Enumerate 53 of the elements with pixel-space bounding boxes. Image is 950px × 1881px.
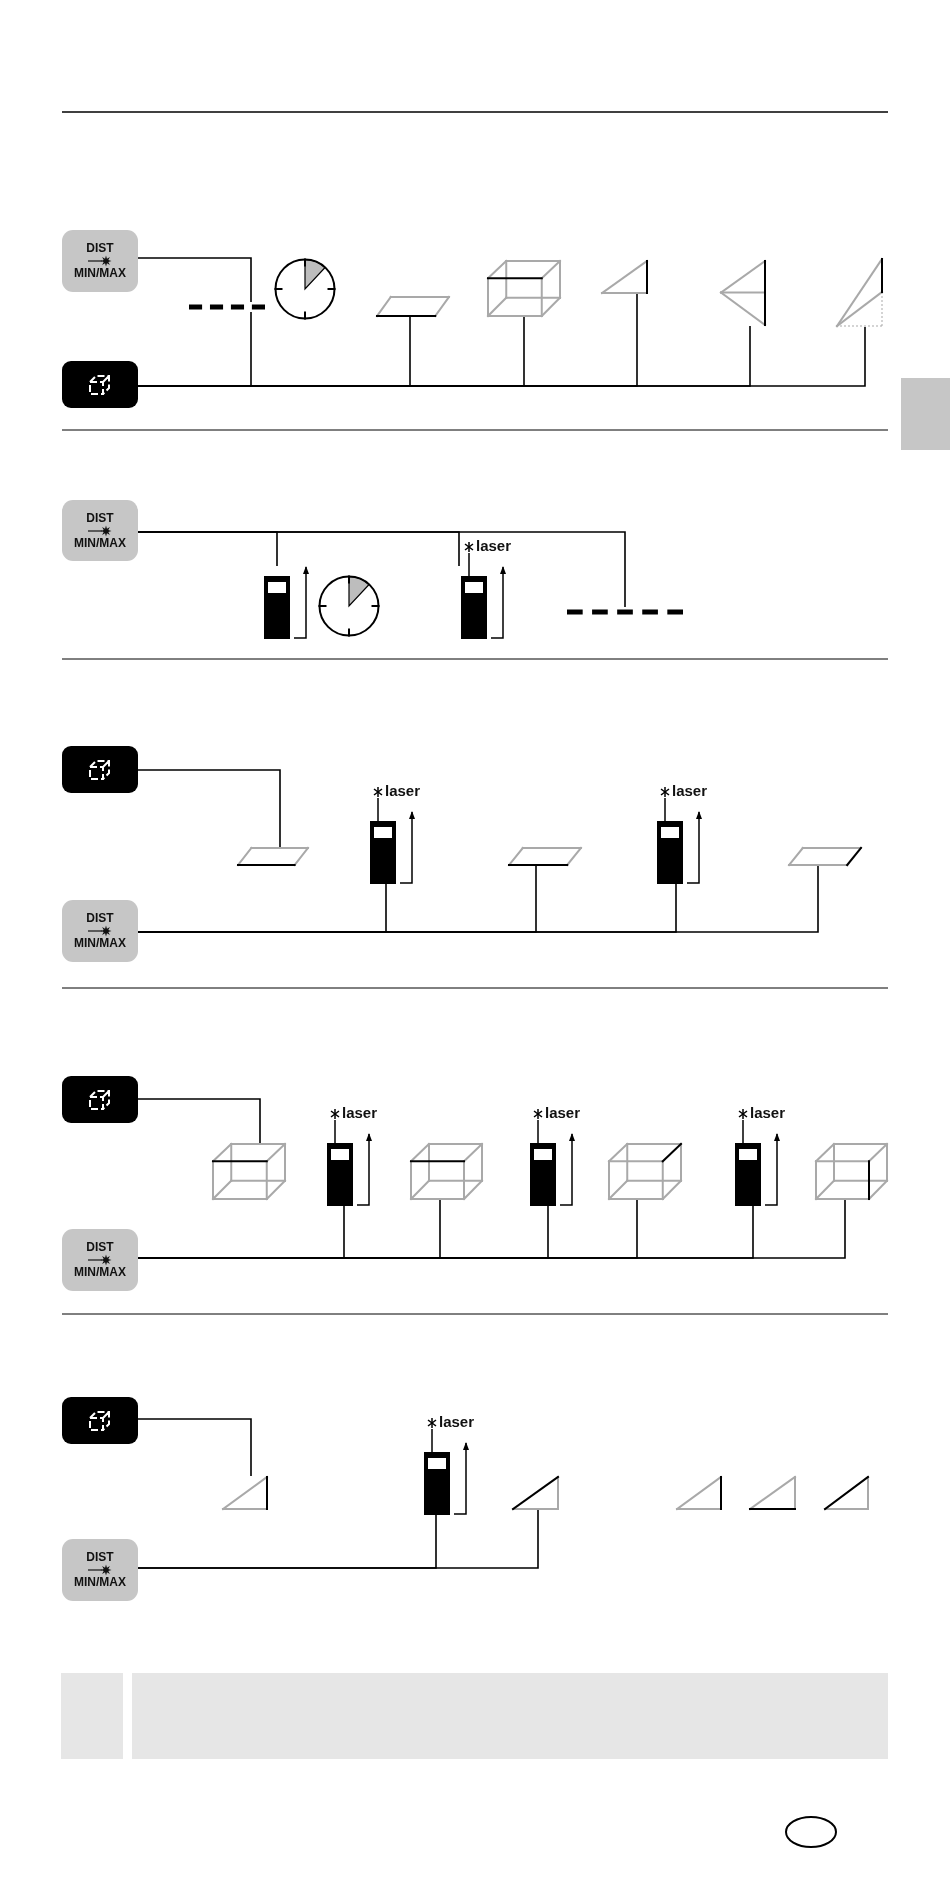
- key-label: MIN/MAX: [74, 267, 126, 280]
- key-label: MIN/MAX: [74, 1266, 126, 1279]
- function-key: [62, 1076, 138, 1123]
- connector-line: [137, 769, 281, 848]
- measure-key: [62, 1229, 138, 1291]
- timer-drawing: [274, 258, 336, 320]
- area-drawing: [237, 847, 309, 866]
- laser-label: laser: [385, 781, 421, 801]
- triangle-drawing: [222, 1476, 268, 1510]
- connector-line: [137, 1098, 261, 1144]
- dashed-line-symbol: [567, 607, 683, 617]
- area-drawing: [788, 847, 862, 866]
- function-key: [62, 361, 138, 408]
- laser-label: laser: [545, 1103, 581, 1123]
- key-label: MIN/MAX: [74, 937, 126, 950]
- laser-label: laser: [342, 1103, 378, 1123]
- triangle-drawing: [676, 1476, 722, 1510]
- laser-label: laser: [750, 1103, 786, 1123]
- triangle-drawing: [836, 258, 883, 327]
- measure-key: [62, 900, 138, 962]
- function-key: [62, 746, 138, 793]
- key-label: DIST: [86, 912, 114, 925]
- triangle-drawing: [601, 260, 648, 294]
- measure-key: [62, 500, 138, 561]
- connector-line: [137, 1509, 539, 1569]
- key-label: DIST: [86, 511, 114, 525]
- area-drawing: [376, 296, 450, 317]
- measure-key: [62, 230, 138, 292]
- key-label: DIST: [86, 242, 114, 255]
- connector-line: [137, 531, 626, 608]
- laser-label: laser: [476, 536, 512, 556]
- measure-key: [62, 1539, 138, 1601]
- volume-drawing: [212, 1143, 286, 1200]
- volume-drawing: [815, 1143, 888, 1200]
- key-label: DIST: [86, 1551, 114, 1564]
- volume-drawing: [487, 260, 561, 317]
- connector-line: [137, 1418, 252, 1477]
- timer-drawing: [318, 575, 380, 637]
- triangle-drawing: [824, 1476, 869, 1510]
- area-drawing: [508, 847, 582, 866]
- triangle-drawing: [749, 1476, 796, 1510]
- laser-label: laser: [672, 781, 708, 801]
- key-label: MIN/MAX: [74, 536, 126, 550]
- volume-drawing: [410, 1143, 483, 1200]
- dashed-line-symbol: [189, 302, 265, 312]
- connector-line: [137, 257, 252, 303]
- key-label: DIST: [86, 1241, 114, 1254]
- volume-drawing: [608, 1143, 682, 1200]
- key-label: MIN/MAX: [74, 1576, 126, 1589]
- function-key: [62, 1397, 138, 1444]
- laser-label: laser: [439, 1412, 475, 1432]
- triangle-drawing: [512, 1476, 559, 1510]
- triangle-drawing: [720, 260, 766, 326]
